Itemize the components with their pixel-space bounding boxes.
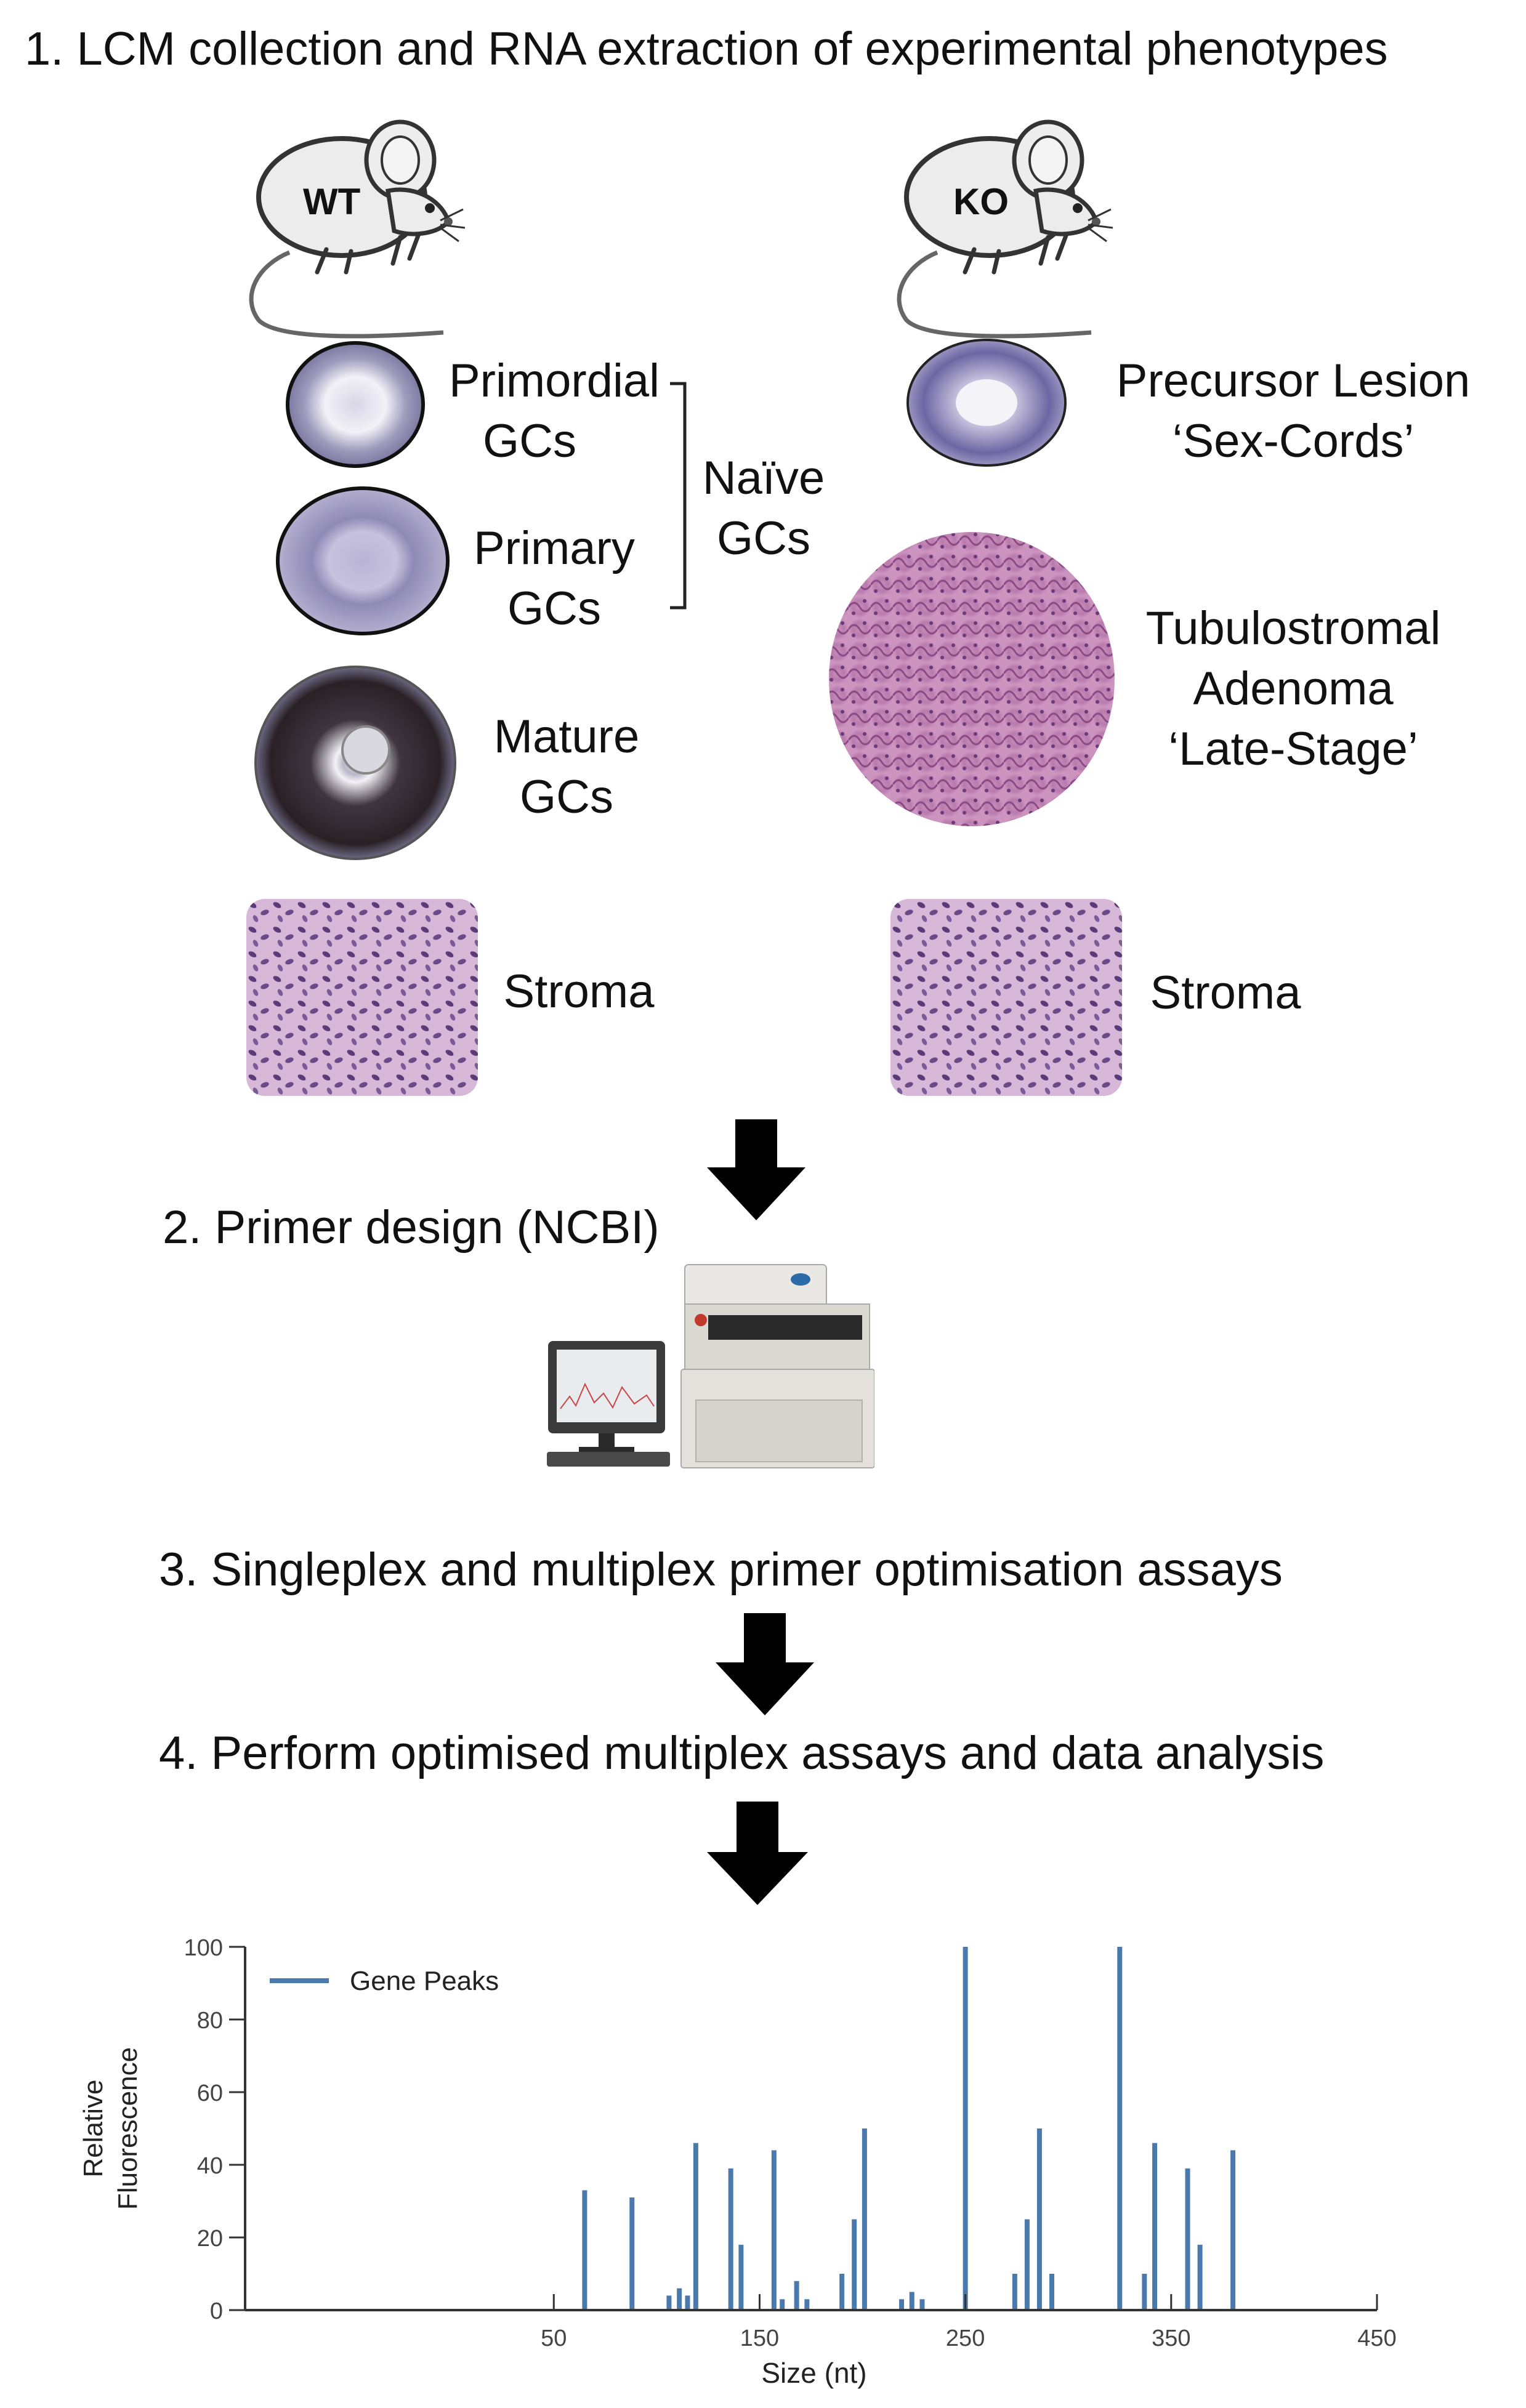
y-axis-label-line-2: Fluorescence <box>113 2047 143 2210</box>
gene-peak-bar <box>685 2295 690 2310</box>
gene-peak-bar <box>1185 2168 1190 2310</box>
step-4-title: 4. Perform optimised multiplex assays an… <box>159 1727 1325 1779</box>
step-3-title: 3. Singleplex and multiplex primer optim… <box>159 1544 1283 1596</box>
gene-peak-bar <box>852 2219 857 2310</box>
x-tick-label: 350 <box>1152 2325 1190 2351</box>
y-tick-label: 20 <box>197 2226 223 2252</box>
y-tick-label: 100 <box>184 1935 223 1961</box>
gene-peaks-chart: 0 20 40 60 80 100 50 150 250 350 450 Gene Peaks Si… <box>78 1935 1397 2389</box>
wt-mouse-icon <box>249 119 466 339</box>
gene-peak-bar <box>1049 2274 1054 2310</box>
ko-stroma-label: Stroma <box>1150 967 1301 1019</box>
gene-peak-bar <box>1024 2219 1030 2310</box>
x-tick-label: 50 <box>541 2325 567 2351</box>
gene-peak-bar <box>780 2299 785 2310</box>
adenoma-image <box>829 532 1115 826</box>
gene-peak-bar <box>804 2299 810 2310</box>
x-axis-label: Size (nt) <box>761 2357 866 2389</box>
x-tick-label: 250 <box>946 2325 985 2351</box>
down-arrow-1-icon <box>707 1119 805 1220</box>
gene-peak-bar <box>666 2295 672 2310</box>
ko-mouse-label: KO <box>953 181 1009 222</box>
gene-peak-bar <box>899 2299 905 2310</box>
primary-follicle-image <box>276 486 450 635</box>
gene-peak-bar <box>794 2281 799 2310</box>
y-axis-label-line-1: Relative <box>78 2080 108 2178</box>
capillary-sequencer-icon <box>547 1264 874 1468</box>
gene-peak-bar <box>909 2292 914 2310</box>
wt-stroma-image <box>246 899 478 1096</box>
gene-peak-bar <box>1142 2274 1147 2310</box>
gene-peak-bar <box>693 2143 698 2310</box>
precursor-lesion-image <box>906 339 1067 467</box>
x-tick-label: 150 <box>740 2325 779 2351</box>
naive-bracket <box>670 382 687 610</box>
gene-peak-bar <box>1117 1947 1123 2310</box>
gene-peak-bar <box>728 2168 733 2310</box>
gene-peak-bar <box>771 2150 777 2310</box>
gene-peak-bar <box>963 1947 968 2310</box>
wt-stroma-label: Stroma <box>503 965 655 1018</box>
gene-peak-bar <box>919 2299 925 2310</box>
precursor-lesion-label: Precursor Lesion‘Sex-Cords’ <box>1116 355 1471 467</box>
gene-peak-bar <box>1036 2128 1042 2310</box>
down-arrow-2-icon <box>716 1613 814 1715</box>
gene-peak-bar <box>1197 2244 1203 2310</box>
wt-mouse-label: WT <box>303 181 361 222</box>
gene-peak-bar <box>629 2197 635 2310</box>
primordial-follicle-image <box>286 341 425 468</box>
gene-peak-bar <box>1152 2143 1158 2310</box>
gene-peak-bar <box>1230 2150 1236 2310</box>
mature-follicle-image <box>254 666 456 860</box>
step-1-title: 1. LCM collection and RNA extraction of … <box>25 23 1388 75</box>
y-tick-label: 80 <box>197 2008 223 2034</box>
x-tick-label: 450 <box>1357 2325 1396 2351</box>
gene-peak-bar <box>582 2190 587 2310</box>
gene-peak-bar <box>1012 2274 1017 2310</box>
y-tick-label: 40 <box>197 2153 223 2179</box>
gene-peak-bar <box>738 2244 744 2310</box>
gene-peak-bar <box>862 2128 867 2310</box>
down-arrow-3-icon <box>707 1802 808 1905</box>
ko-stroma-image <box>890 899 1122 1096</box>
gene-peak-bar <box>839 2274 845 2310</box>
step-2-title: 2. Primer design (NCBI) <box>163 1201 660 1254</box>
y-tick-label: 60 <box>197 2080 223 2106</box>
ko-mouse-icon <box>897 119 1113 339</box>
legend-label: Gene Peaks <box>350 1966 499 1996</box>
y-tick-label: 0 <box>210 2298 223 2324</box>
gene-peak-bar <box>677 2288 682 2310</box>
